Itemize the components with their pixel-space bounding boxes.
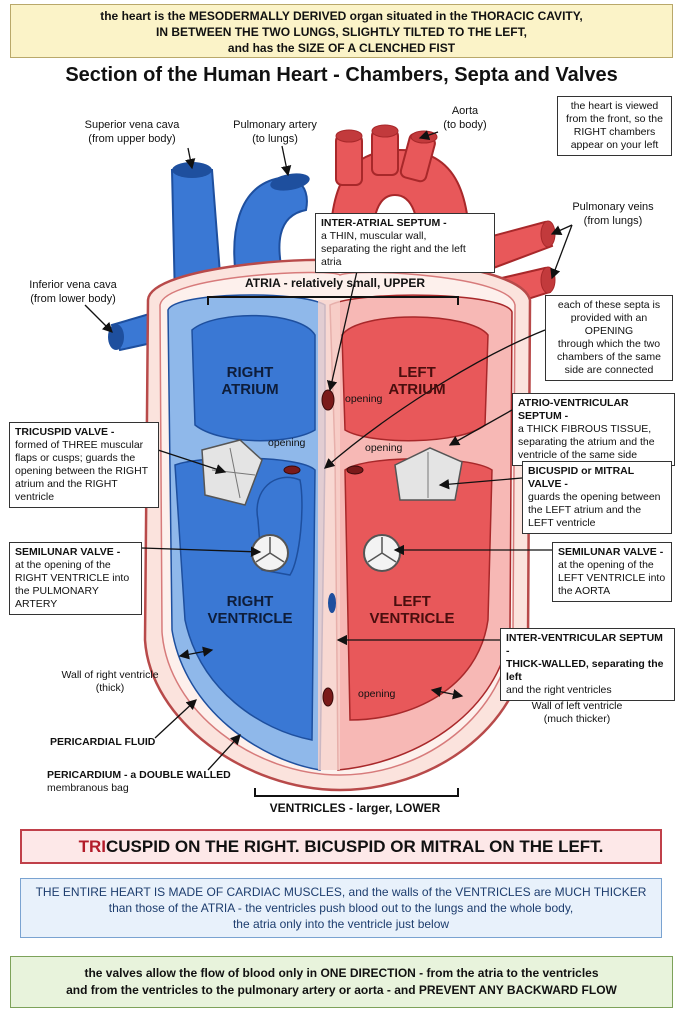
atria-label: ATRIA - relatively small, UPPER <box>244 276 426 290</box>
semilunar-right-box: SEMILUNAR VALVE - at the opening of the … <box>9 542 142 615</box>
right-atrium-chamber <box>191 314 316 442</box>
ventricles-label: VENTRICLES - larger, LOWER <box>269 801 441 815</box>
label-superior-vena-cava: Superior vena cava (from upper body) <box>84 119 180 145</box>
pericardial-fluid-label: PERICARDIAL FLUID <box>50 736 156 748</box>
left-ventricle-label: LEFT VENTRICLE <box>369 593 455 627</box>
atria-bracket <box>207 296 459 305</box>
iv-septum-box: INTER-VENTRICULAR SEPTUM - THICK-WALLED,… <box>500 628 675 701</box>
pericardium-label: PERICARDIUM - a DOUBLE WALLED membranous… <box>47 769 231 794</box>
right-atrium-label: RIGHT ATRIUM <box>221 364 279 398</box>
intro-line-2: IN BETWEEN THE TWO LUNGS, SLIGHTLY TILTE… <box>156 25 527 39</box>
label-pulmonary-artery: Pulmonary artery (to lungs) <box>233 119 317 145</box>
wall-right-ventricle-label: Wall of right ventricle (thick) <box>61 669 159 694</box>
opening-interventricular <box>322 687 334 707</box>
opening-label-interventricular: opening <box>358 688 396 700</box>
label-aorta: Aorta (to body) <box>443 105 487 131</box>
left-atrium-chamber <box>341 316 489 442</box>
label-inferior-vena-cava: Inferior vena cava (from lower body) <box>29 279 117 305</box>
opening-interatrial <box>321 389 335 411</box>
septa-opening-note: each of these septa is provided with an … <box>545 295 673 381</box>
bicuspid-valve-box: BICUSPID or MITRAL VALVE - guards the op… <box>522 461 672 534</box>
semilunar-valve-left <box>363 534 401 572</box>
semilunar-valve-right <box>251 534 289 572</box>
cardiac-muscle-note: THE ENTIRE HEART IS MADE OF CARDIAC MUSC… <box>20 878 662 938</box>
valve-direction-note: the valves allow the flow of blood only … <box>10 956 673 1008</box>
intro-box: the heart is the MESODERMALLY DERIVED or… <box>10 4 673 58</box>
superior-vena-cava <box>170 162 224 301</box>
opening-av-left <box>346 465 364 475</box>
opening-av-right <box>283 465 301 475</box>
tricuspid-valve-box: TRICUSPID VALVE - formed of THREE muscul… <box>9 422 159 508</box>
label-pulmonary-veins: Pulmonary veins (from lungs) <box>572 201 654 227</box>
right-ventricle-label: RIGHT VENTRICLE <box>207 593 293 627</box>
wall-left-ventricle-label: Wall of left ventricle (much thicker) <box>531 700 623 725</box>
view-note: the heart is viewed from the front, so t… <box>557 96 672 156</box>
ventricles-bracket <box>254 788 459 797</box>
opening-label-right-av: opening <box>268 437 306 449</box>
interatrial-septum-box: INTER-ATRIAL SEPTUM - a THIN, muscular w… <box>315 213 495 273</box>
opening-interventricular-upper <box>328 593 336 613</box>
intro-line-3: and has the SIZE OF A CLENCHED FIST <box>227 41 456 55</box>
opening-label-interatrial: opening <box>345 393 383 405</box>
left-atrium-label: LEFT ATRIUM <box>388 364 446 398</box>
page-title: Section of the Human Heart - Chambers, S… <box>65 64 618 86</box>
opening-label-left-av: opening <box>365 442 403 454</box>
tricuspid-valve <box>201 439 263 506</box>
semilunar-left-box: SEMILUNAR VALVE - at the opening of the … <box>552 542 672 602</box>
intro-line-1: the heart is the MESODERMALLY DERIVED or… <box>100 9 583 23</box>
left-ventricle-chamber <box>344 458 493 721</box>
av-septum-box: ATRIO-VENTRICULAR SEPTUM - a THICK FIBRO… <box>512 393 675 466</box>
valve-summary-bar: TRICUSPID ON THE RIGHT. BICUSPID OR MITR… <box>20 829 662 864</box>
